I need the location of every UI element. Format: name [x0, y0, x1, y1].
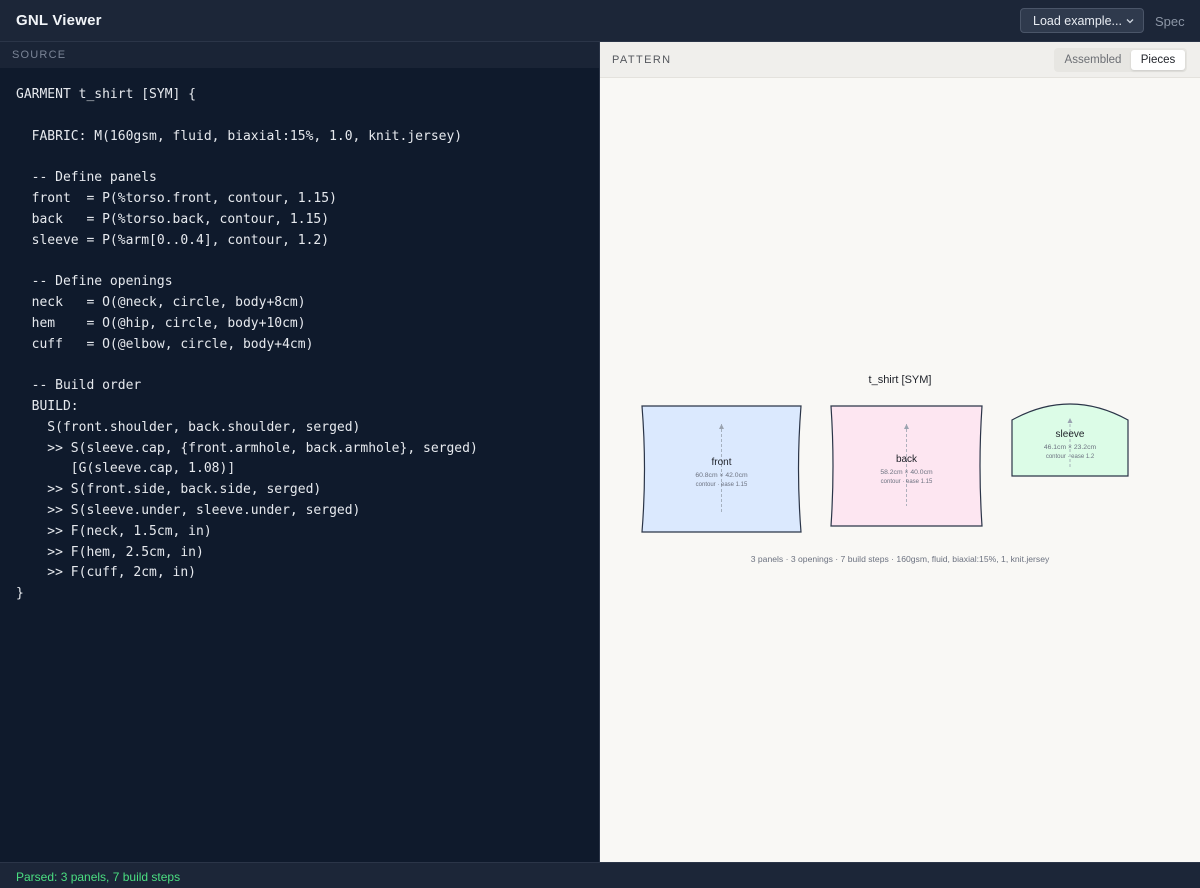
code-line: -- Define openings: [16, 274, 173, 290]
pattern-canvas[interactable]: t_shirt [SYM] front 60.8cm × 42.0cm cont…: [600, 78, 1200, 862]
code-line: -- Define panels: [16, 170, 157, 186]
piece-sleeve-name: sleeve: [1056, 429, 1085, 440]
pattern-summary: 3 panels · 3 openings · 7 build steps · …: [751, 554, 1050, 564]
code-line: [16, 147, 478, 168]
code-line: cuff = O(@elbow, circle, body+4cm): [16, 336, 314, 352]
piece-front-dims: 60.8cm × 42.0cm: [695, 472, 748, 479]
top-bar: GNL Viewer Load example... Spec: [0, 0, 1200, 42]
parse-status: Parsed: 3 panels, 7 build steps: [16, 870, 181, 884]
source-header: SOURCE: [0, 42, 599, 68]
assembled-toggle-button[interactable]: Assembled: [1064, 54, 1122, 66]
piece-sleeve-meta: contour · ease 1.2: [1046, 454, 1095, 460]
view-toggle: Assembled Pieces: [1054, 48, 1187, 72]
grainline-arrow-icon: [719, 424, 724, 429]
code-line: [G(sleeve.cap, 1.08)]: [16, 461, 236, 477]
code-line: FABRIC: M(160gsm, fluid, biaxial:15%, 1.…: [16, 128, 463, 144]
code-line: >> S(front.side, back.side, serged): [16, 482, 322, 498]
grainline-arrow-icon: [904, 424, 909, 429]
code-line: S(front.shoulder, back.shoulder, serged): [16, 419, 361, 435]
source-pane: SOURCE GARMENT t_shirt [SYM] { FABRIC: M…: [0, 42, 600, 862]
piece-front-meta: contour · ease 1.15: [696, 482, 748, 488]
piece-back[interactable]: back 58.2cm × 40.0cm contour · ease 1.15: [830, 405, 983, 527]
grainline-arrow-icon: [1067, 418, 1073, 423]
pieces-toggle-button[interactable]: Pieces: [1131, 50, 1185, 70]
piece-sleeve[interactable]: sleeve 46.1cm × 23.2cm contour · ease 1.…: [1011, 403, 1129, 477]
code-line: front = P(%torso.front, contour, 1.15): [16, 190, 337, 206]
code-line: >> S(sleeve.cap, {front.armhole, back.ar…: [16, 440, 478, 456]
spec-link[interactable]: Spec: [1155, 14, 1185, 29]
app-title: GNL Viewer: [16, 12, 102, 29]
load-example-label: Load example...: [1033, 14, 1122, 28]
pattern-pane: PATTERN Assembled Pieces t_shirt [SYM] f…: [600, 42, 1200, 862]
load-example-select[interactable]: Load example...: [1020, 8, 1144, 33]
code-line: neck = O(@neck, circle, body+8cm): [16, 294, 306, 310]
code-line: >> F(neck, 1.5cm, in): [16, 523, 212, 539]
code-line: >> S(sleeve.under, sleeve.under, serged): [16, 502, 361, 518]
status-bar: Parsed: 3 panels, 7 build steps: [0, 862, 1200, 888]
piece-back-meta: contour · ease 1.15: [881, 479, 933, 485]
code-line: BUILD:: [16, 398, 79, 414]
piece-sleeve-dims: 46.1cm × 23.2cm: [1044, 444, 1097, 451]
pattern-header: PATTERN Assembled Pieces: [600, 42, 1200, 78]
code-line: sleeve = P(%arm[0..0.4], contour, 1.2): [16, 232, 330, 248]
source-editor[interactable]: GARMENT t_shirt [SYM] { FABRIC: M(160gsm…: [16, 85, 478, 605]
code-line: hem = O(@hip, circle, body+10cm): [16, 315, 306, 331]
code-line: >> F(cuff, 2cm, in): [16, 565, 197, 581]
pattern-title: t_shirt [SYM]: [869, 374, 932, 386]
pattern-label: PATTERN: [612, 54, 672, 66]
chevron-down-icon: [1125, 15, 1135, 29]
code-line: [16, 355, 478, 376]
code-line: back = P(%torso.back, contour, 1.15): [16, 211, 330, 227]
code-line: GARMENT t_shirt [SYM] {: [16, 87, 197, 102]
code-line: [16, 251, 478, 272]
code-line: >> F(hem, 2.5cm, in): [16, 544, 204, 560]
code-line: [16, 106, 478, 127]
piece-front[interactable]: front 60.8cm × 42.0cm contour · ease 1.1…: [641, 405, 802, 533]
code-line: }: [16, 586, 24, 602]
piece-back-dims: 58.2cm × 40.0cm: [880, 469, 933, 476]
code-line: -- Build order: [16, 378, 142, 394]
piece-back-name: back: [896, 454, 918, 465]
source-label: SOURCE: [12, 49, 67, 61]
piece-front-name: front: [711, 457, 731, 468]
